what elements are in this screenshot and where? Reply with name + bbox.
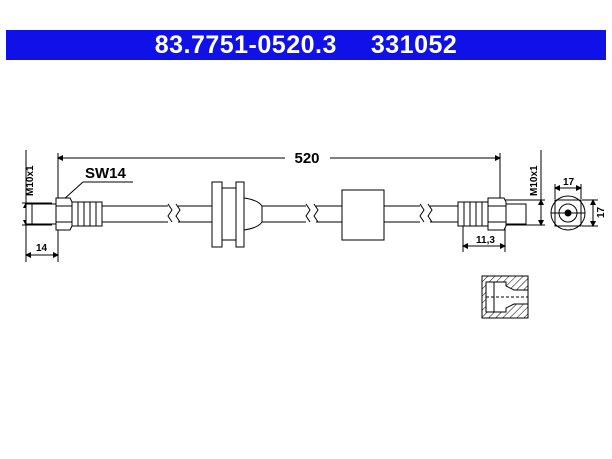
left-end-dimension	[25, 225, 59, 262]
left-male-thread	[25, 203, 57, 225]
reference-number: 331052	[370, 30, 458, 59]
grommet-flange-left	[211, 181, 223, 248]
right-end-label: 11,3	[476, 235, 495, 246]
grommet-taper	[243, 197, 263, 231]
nut-width-dimension	[554, 184, 582, 199]
left-crimp-ferrule	[71, 201, 103, 227]
right-hex-nut	[487, 197, 507, 231]
nut-width-label: 17	[563, 177, 575, 188]
length-dimension	[57, 153, 501, 205]
right-thread-dimension	[505, 150, 545, 226]
right-thread-label: M10x1	[529, 165, 540, 196]
hose-segment-left	[101, 205, 213, 223]
right-end-dimension	[462, 225, 506, 252]
brake-hose	[25, 181, 527, 248]
nut-height-dimension	[582, 199, 598, 227]
left-thread-label: M10x1	[25, 165, 36, 196]
port-section-detail	[481, 275, 529, 319]
right-crimp-ferrule	[457, 201, 489, 227]
wrench-size-label: SW14	[85, 165, 127, 182]
title-bar: 83.7751-0520.3 331052	[6, 30, 606, 60]
part-number: 83.7751-0520.3	[154, 30, 337, 59]
nut-height-label: 17	[596, 206, 607, 218]
wrench-leader	[62, 181, 133, 201]
length-label: 520	[294, 150, 319, 167]
grommet-flange-right	[235, 181, 245, 248]
left-end-label: 14	[36, 243, 48, 254]
left-hex-nut	[55, 197, 73, 231]
nut-end-view	[550, 195, 586, 231]
right-female-fitting	[505, 203, 527, 225]
hose-sleeve	[341, 189, 385, 241]
break-marks	[167, 203, 433, 224]
hose-segment-middle	[261, 205, 343, 223]
